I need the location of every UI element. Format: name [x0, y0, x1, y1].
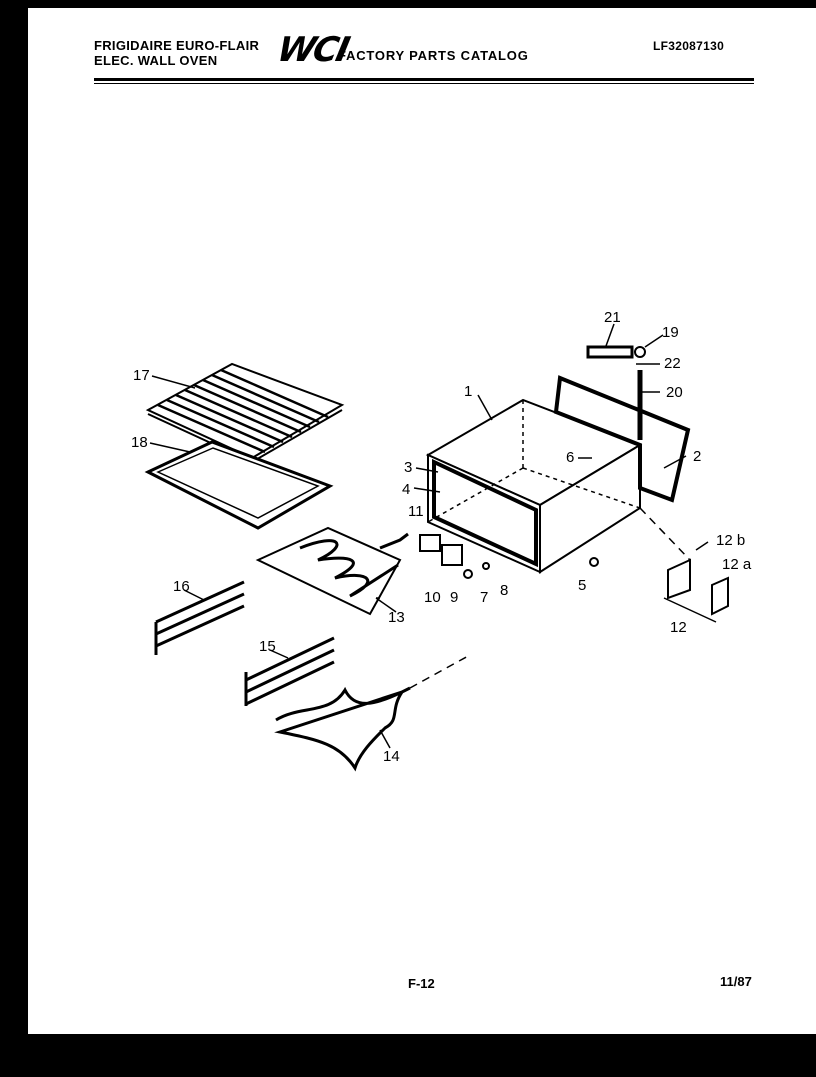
- callout-5: 5: [578, 577, 586, 594]
- vent-tube: [586, 345, 634, 359]
- callout-17: 17: [133, 367, 150, 384]
- rack-support-right: [244, 636, 335, 706]
- catalog-title: FACTORY PARTS CATALOG: [338, 48, 529, 63]
- callout-10: 10: [424, 589, 441, 606]
- door-gasket: [553, 375, 691, 503]
- clip-part: [589, 557, 599, 567]
- page-number: F-12: [408, 976, 435, 991]
- callout-13: 13: [388, 609, 405, 626]
- brand-line-2: ELEC. WALL OVEN: [94, 53, 218, 68]
- callout-8: 8: [500, 582, 508, 599]
- callout-18: 18: [131, 434, 148, 451]
- callout-3: 3: [404, 459, 412, 476]
- callout-4: 4: [402, 481, 410, 498]
- callout-12: 12: [670, 619, 687, 636]
- callout-15: 15: [259, 638, 276, 655]
- callout-20: 20: [666, 384, 683, 401]
- callout-1: 1: [464, 383, 472, 400]
- callout-9: 9: [450, 589, 458, 606]
- callout-2: 2: [693, 448, 701, 465]
- callout-21: 21: [604, 309, 621, 326]
- oven-rack: [145, 362, 345, 463]
- terminal-block: [419, 534, 441, 552]
- callout-6: 6: [566, 449, 574, 466]
- rack-support-left: [154, 580, 245, 655]
- mounting-bracket: [667, 558, 691, 600]
- bake-element: [255, 526, 409, 616]
- screw-part: [463, 569, 473, 579]
- callout-16: 16: [173, 578, 190, 595]
- callout-12b: 12 b: [716, 532, 745, 549]
- bracket-block: [711, 576, 729, 616]
- switch-block: [441, 544, 463, 566]
- brand-line-1: FRIGIDAIRE EURO-FLAIR: [94, 38, 260, 53]
- callout-22: 22: [664, 355, 681, 372]
- callout-12a: 12 a: [722, 556, 752, 573]
- callout-19: 19: [662, 324, 679, 341]
- broil-pan: [144, 440, 334, 530]
- nut-part: [482, 562, 490, 570]
- header-rule-thin: [94, 83, 754, 84]
- callout-7: 7: [480, 589, 488, 606]
- brand-block: FRIGIDAIRE EURO-FLAIR ELEC. WALL OVEN: [94, 38, 259, 68]
- catalog-page: FRIGIDAIRE EURO-FLAIR ELEC. WALL OVEN WC…: [28, 8, 816, 1034]
- broil-element: [274, 686, 411, 772]
- header-rule: [94, 78, 754, 81]
- catalog-date: 11/87: [720, 974, 752, 989]
- exploded-parts-diagram: 17 18 1 2 3 4 6 5 11 10 9 7 8 13 21 19 2…: [131, 309, 752, 772]
- vent-cap: [634, 346, 646, 358]
- callout-11: 11: [408, 503, 424, 520]
- model-number: LF32087130: [653, 39, 725, 53]
- callout-14: 14: [383, 748, 400, 765]
